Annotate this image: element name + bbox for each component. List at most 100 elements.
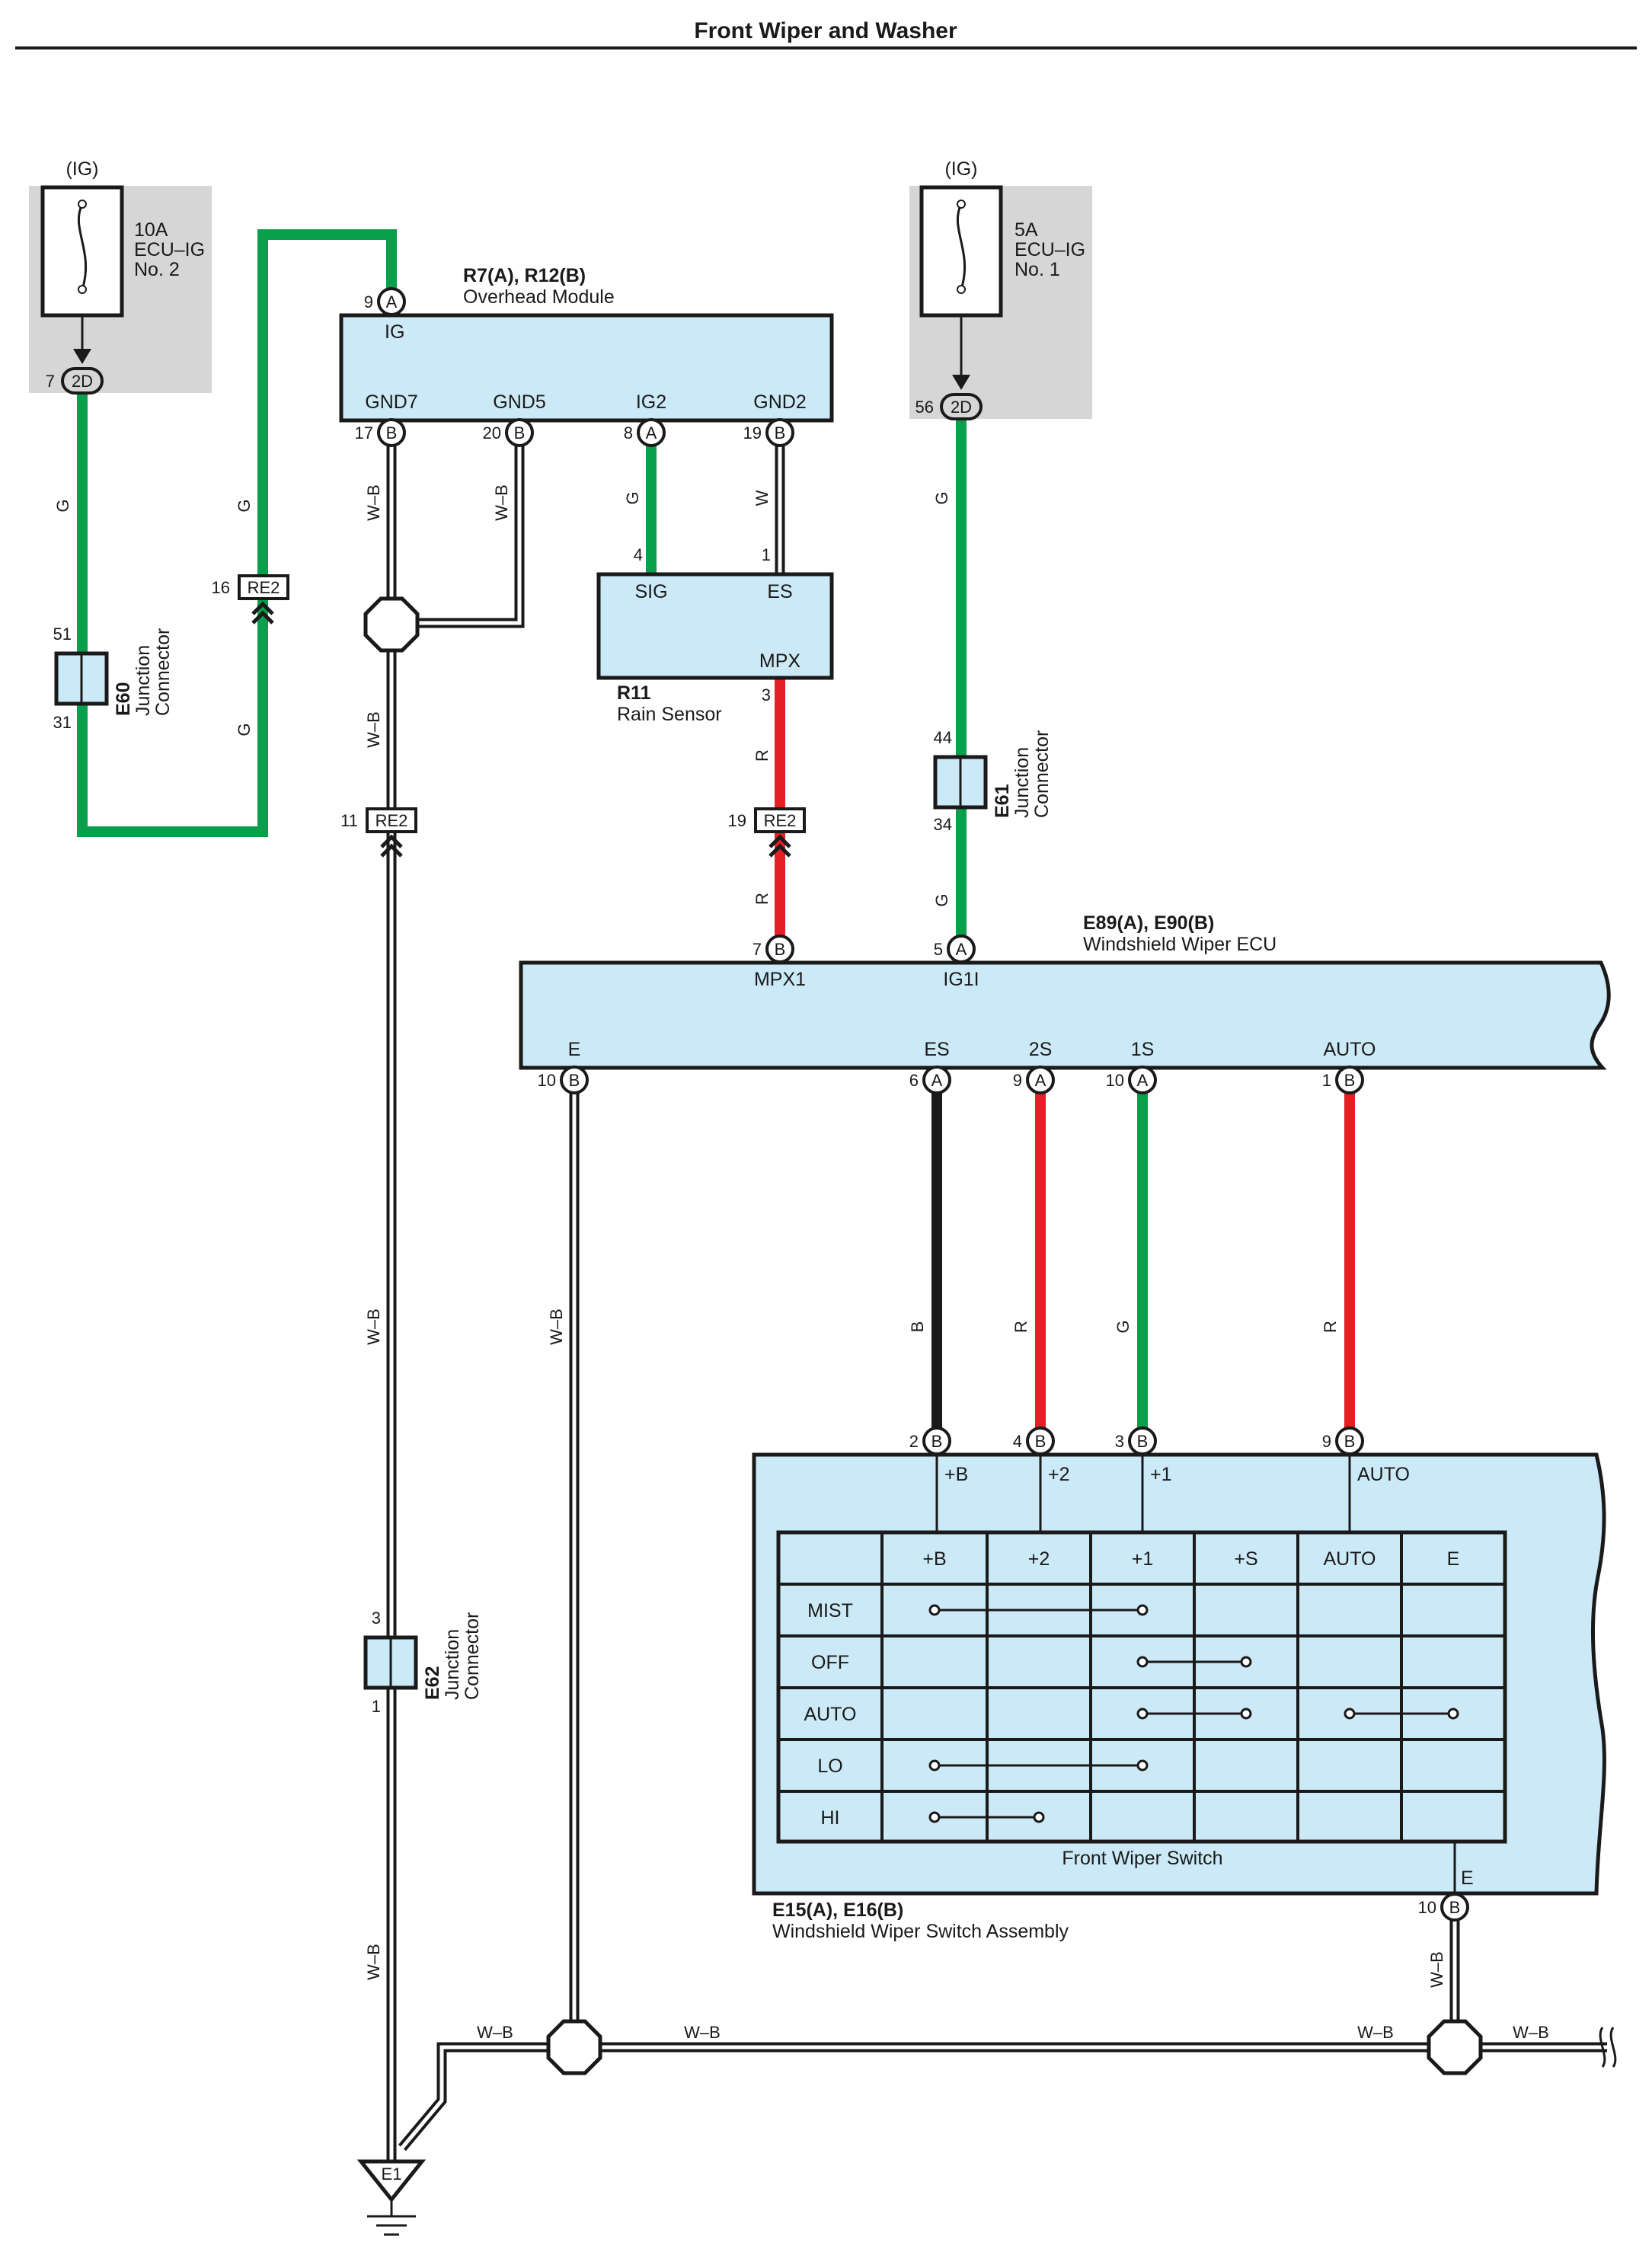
switch-contact-point <box>1033 1811 1045 1823</box>
svg-text:8: 8 <box>624 423 633 442</box>
svg-text:Junction: Junction <box>133 645 154 716</box>
svg-text:RE2: RE2 <box>248 578 280 597</box>
svg-text:5A: 5A <box>1015 219 1038 241</box>
svg-text:5: 5 <box>934 940 943 959</box>
wires-colored <box>77 229 1355 1430</box>
svg-text:R7(A), R12(B): R7(A), R12(B) <box>463 265 586 286</box>
windshield-wiper-ecu: E89(A), E90(B) Windshield Wiper ECU MPX1… <box>519 912 1611 1070</box>
svg-text:E15(A), E16(B): E15(A), E16(B) <box>772 1899 903 1921</box>
connector-2d-left: 2D 7 <box>46 367 104 395</box>
svg-text:B: B <box>1137 1432 1149 1451</box>
svg-text:2D: 2D <box>951 398 972 417</box>
switch-contact-point <box>1344 1708 1356 1720</box>
svg-text:+S: +S <box>1234 1548 1257 1570</box>
svg-text:4: 4 <box>1013 1432 1022 1451</box>
inline-connector-re2-11: RE2 11 <box>340 807 417 858</box>
svg-text:E89(A), E90(B): E89(A), E90(B) <box>1083 912 1214 934</box>
svg-text:IG: IG <box>385 321 404 343</box>
svg-text:7: 7 <box>46 372 55 391</box>
svg-text:51: 51 <box>53 625 72 644</box>
switch-contact-point <box>928 1811 941 1823</box>
svg-text:2D: 2D <box>72 372 93 391</box>
svg-text:AUTO: AUTO <box>804 1704 857 1725</box>
svg-text:RE2: RE2 <box>375 811 408 830</box>
svg-text:E1: E1 <box>382 2165 402 2184</box>
svg-text:Overhead Module: Overhead Module <box>463 286 615 308</box>
switch-contact-point <box>1136 1759 1149 1772</box>
svg-text:R: R <box>753 749 772 762</box>
wire-color-labels: G G G G G G G W–B W–B W–B W–B W–B W–B W–… <box>53 484 1549 2042</box>
ground-e1: E1 <box>356 2159 427 2236</box>
inline-connector-re2-16: RE2 16 <box>212 574 289 625</box>
svg-text:No. 2: No. 2 <box>134 259 180 280</box>
svg-text:B: B <box>1449 1898 1461 1917</box>
svg-text:9: 9 <box>1013 1071 1022 1090</box>
svg-text:Windshield Wiper ECU: Windshield Wiper ECU <box>1083 934 1277 955</box>
svg-text:W–B: W–B <box>492 484 511 521</box>
svg-text:A: A <box>1035 1071 1046 1090</box>
svg-text:ES: ES <box>924 1039 949 1060</box>
svg-text:16: 16 <box>212 578 230 597</box>
overhead-module: R7(A), R12(B) Overhead Module IG GND7 GN… <box>339 265 834 423</box>
svg-text:Junction: Junction <box>442 1629 463 1700</box>
svg-text:AUTO: AUTO <box>1324 1039 1376 1060</box>
svg-text:AUTO: AUTO <box>1324 1548 1376 1570</box>
svg-text:W–B: W–B <box>1427 1951 1446 1988</box>
svg-text:+B: +B <box>944 1464 968 1485</box>
svg-text:B: B <box>908 1321 927 1333</box>
svg-text:9: 9 <box>364 292 373 312</box>
wiper-switch-assembly: E15(A), E16(B) Windshield Wiper Switch A… <box>752 1452 1606 1942</box>
svg-text:W–B: W–B <box>684 2023 721 2042</box>
svg-text:MIST: MIST <box>807 1600 853 1621</box>
svg-text:RE2: RE2 <box>764 811 797 830</box>
svg-text:W–B: W–B <box>547 1308 566 1345</box>
switch-position-table: +B +2 +1 +S AUTO E MIST OFF AUTO LO HI <box>776 1530 1507 1844</box>
fuse-ecu-ig-no2: (IG) 10A ECU–IG No. 2 <box>29 158 212 393</box>
svg-text:2: 2 <box>909 1432 919 1451</box>
switch-contact-point <box>928 1759 941 1772</box>
svg-text:G: G <box>1114 1320 1133 1333</box>
svg-text:W–B: W–B <box>364 711 383 748</box>
svg-text:10: 10 <box>538 1071 556 1090</box>
svg-text:MPX: MPX <box>759 650 801 672</box>
svg-text:B: B <box>1344 1071 1356 1090</box>
switch-contact-point <box>928 1604 941 1616</box>
svg-text:1S: 1S <box>1131 1039 1155 1060</box>
switch-contact-point <box>1240 1656 1252 1668</box>
inline-connector-re2-19: RE2 19 <box>728 807 806 858</box>
svg-text:Connector: Connector <box>152 628 174 716</box>
svg-text:3: 3 <box>372 1609 381 1628</box>
svg-text:10: 10 <box>1106 1071 1124 1090</box>
svg-text:W–B: W–B <box>364 484 383 521</box>
wire-green-ecu-ig2 <box>77 229 397 837</box>
svg-text:(IG): (IG) <box>66 158 98 180</box>
rain-sensor: R11 Rain Sensor SIG ES MPX 4 1 3 <box>596 545 834 725</box>
svg-text:B: B <box>569 1071 580 1090</box>
svg-text:G: G <box>53 499 72 512</box>
svg-text:2S: 2S <box>1029 1039 1053 1060</box>
svg-text:3: 3 <box>762 685 771 704</box>
svg-text:E61: E61 <box>992 784 1013 818</box>
svg-text:G: G <box>932 893 951 906</box>
svg-text:(IG): (IG) <box>944 158 977 180</box>
svg-text:MPX1: MPX1 <box>754 969 806 990</box>
svg-text:B: B <box>931 1432 943 1451</box>
svg-text:Connector: Connector <box>462 1612 483 1700</box>
svg-text:B: B <box>514 423 526 442</box>
switch-connection-lines <box>928 1604 1459 1823</box>
svg-text:1: 1 <box>372 1697 381 1716</box>
connector-2d-right: 2D 56 <box>915 393 983 420</box>
svg-text:34: 34 <box>934 815 952 834</box>
splices <box>363 596 1483 2075</box>
junction-connector-e61: 44 34 E61 Junction Connector <box>933 728 1053 834</box>
svg-text:11: 11 <box>340 811 358 830</box>
svg-text:A: A <box>931 1071 943 1090</box>
svg-text:W–B: W–B <box>477 2023 513 2042</box>
svg-text:E60: E60 <box>113 682 134 716</box>
svg-text:GND2: GND2 <box>753 391 806 413</box>
svg-text:+B: +B <box>922 1548 946 1570</box>
svg-text:W–B: W–B <box>364 1944 383 1980</box>
switch-contact-point <box>1136 1604 1149 1616</box>
svg-text:LO: LO <box>817 1756 842 1777</box>
